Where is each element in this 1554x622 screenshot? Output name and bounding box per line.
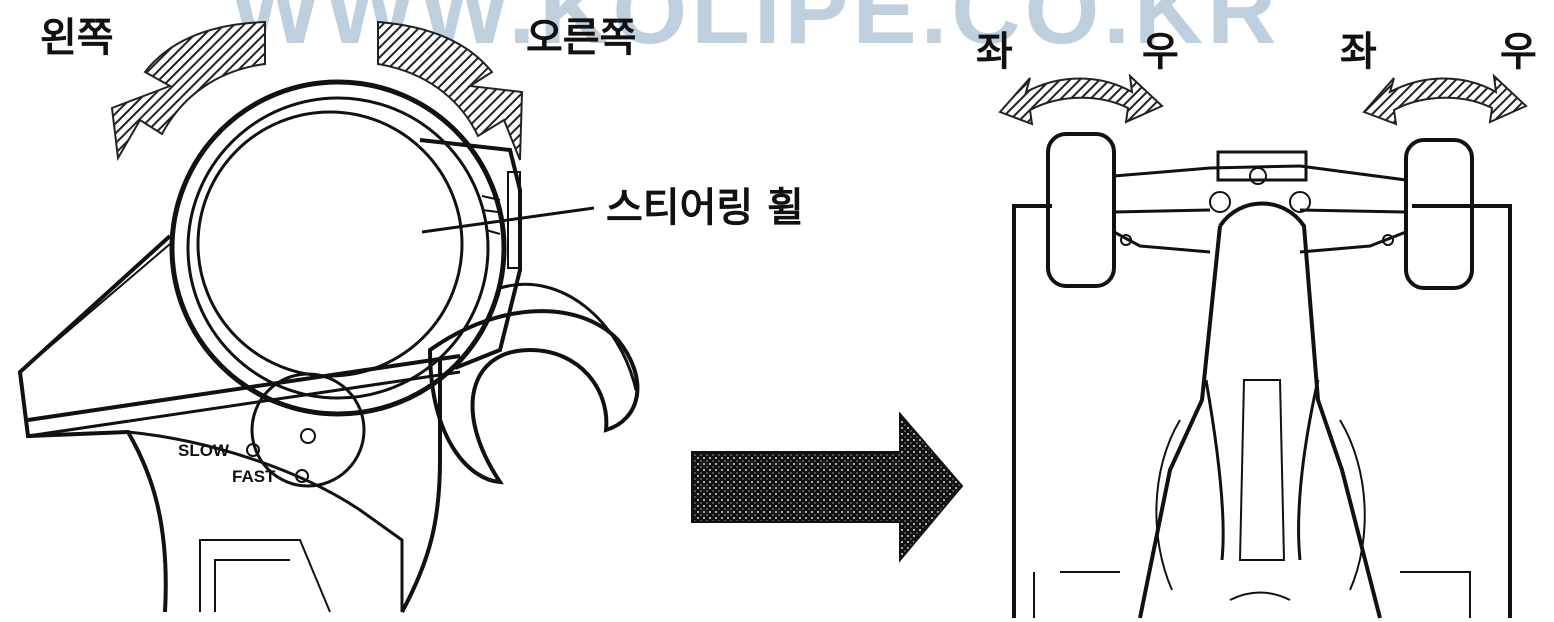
- car-left-wheel-left-label: 좌: [976, 29, 1013, 75]
- slow-indicator-icon: [246, 443, 260, 457]
- wheel-callout-line: [421, 206, 595, 234]
- front-right-wheel: [1404, 138, 1474, 290]
- car-nose: [1218, 201, 1382, 619]
- car-right-wheel-left-label: 좌: [1340, 29, 1377, 75]
- right-wheel-arrow: [1362, 73, 1528, 126]
- car-body-box: [1012, 204, 1512, 618]
- steering-wheel: [169, 79, 507, 417]
- transition-arrow: [691, 411, 964, 563]
- fast-indicator-icon: [295, 469, 309, 483]
- fast-label: FAST: [232, 467, 276, 486]
- transmitter-illustration: [17, 20, 640, 613]
- car-illustration: [998, 73, 1528, 619]
- throttle-trigger: [427, 309, 640, 485]
- left-rotation-arrow: [110, 20, 266, 162]
- right-direction-label: 오른쪽: [526, 15, 637, 61]
- car-right-wheel-right-label: 우: [1500, 29, 1537, 75]
- car-left-wheel-right-label: 우: [1142, 29, 1179, 75]
- front-left-wheel: [1046, 132, 1116, 288]
- right-rotation-arrow: [377, 20, 524, 161]
- steering-wheel-callout: 스티어링 휠: [606, 185, 804, 231]
- left-direction-label: 왼쪽: [40, 15, 114, 61]
- left-wheel-arrow: [998, 73, 1164, 126]
- transmitter-body: [17, 234, 172, 613]
- slow-label: SLOW: [178, 441, 229, 460]
